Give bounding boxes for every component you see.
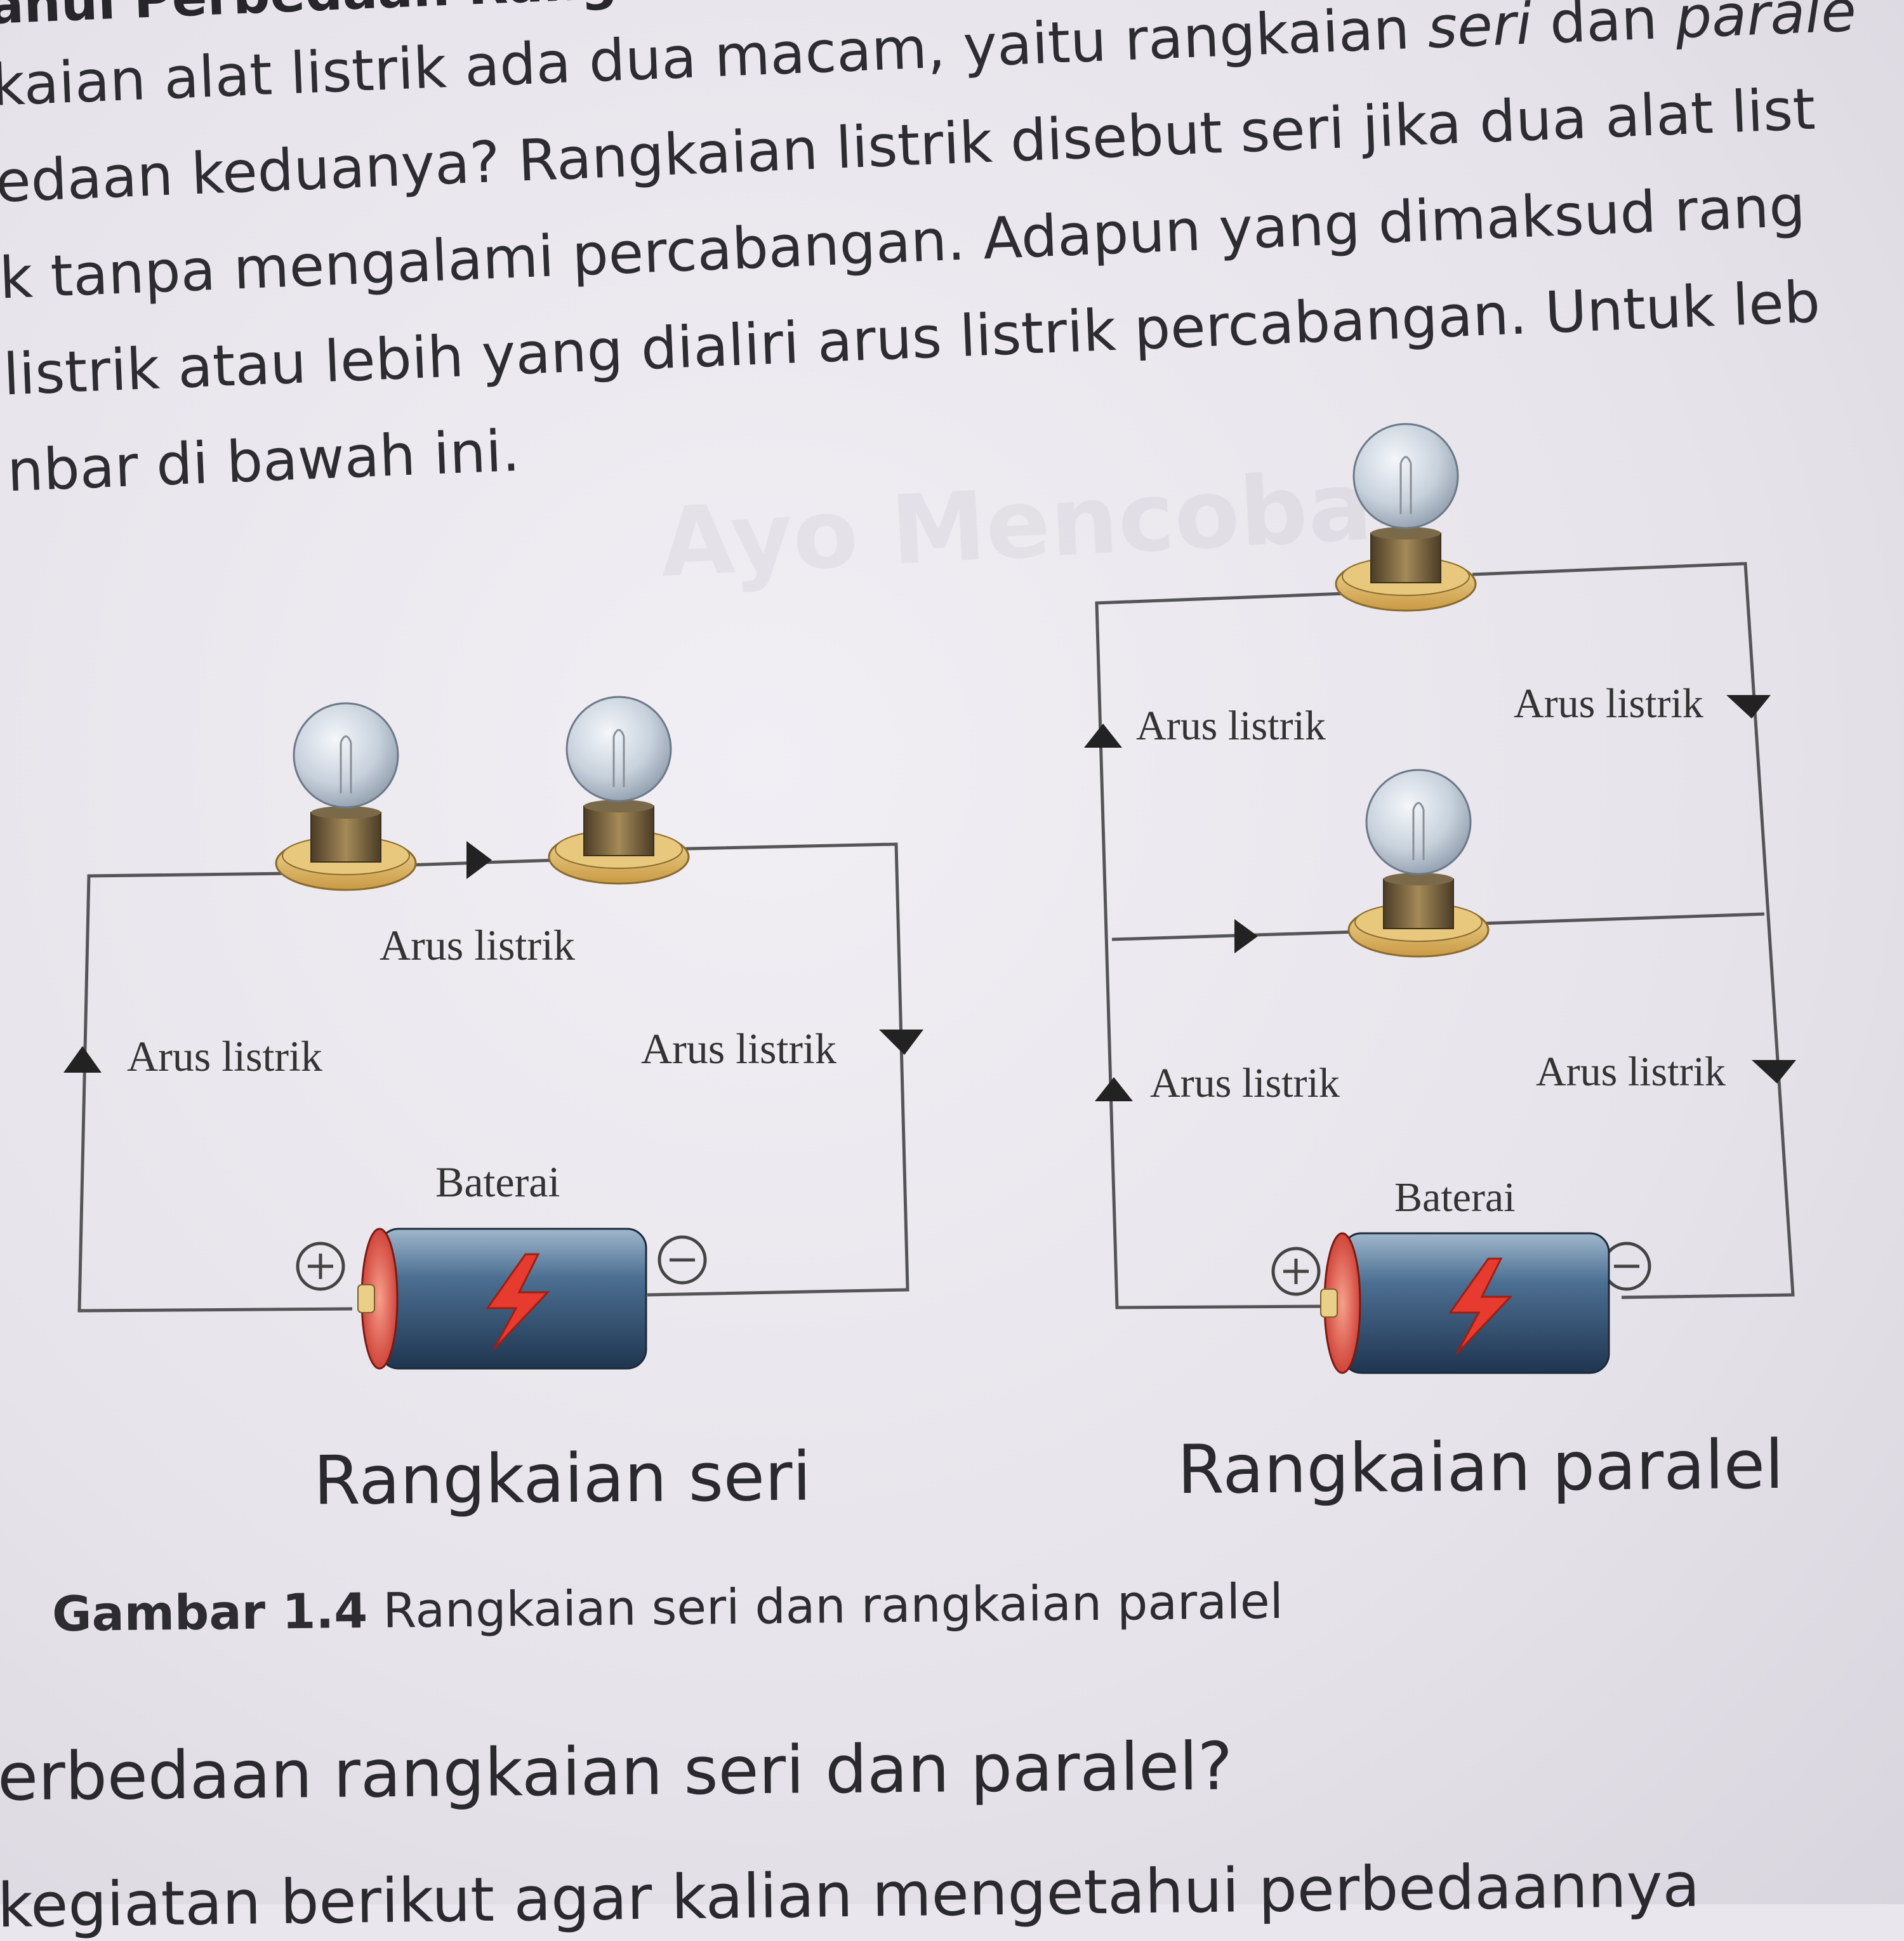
- bulb-icon: [1347, 769, 1490, 958]
- parallel-wire-top-right: [1472, 562, 1795, 1299]
- parallel-wire-top: [1095, 592, 1346, 1309]
- plus-terminal-icon: [298, 1243, 343, 1289]
- current-label: Arus listrik: [1536, 1049, 1726, 1095]
- arrow-up-icon: [1084, 724, 1122, 748]
- arrow-right-icon: [1234, 919, 1258, 953]
- current-label: Arus listrik: [380, 921, 575, 969]
- current-label: Arus listrik: [641, 1024, 836, 1073]
- parallel-circuit: Arus listrik Arus listrik Arus listrik A…: [1084, 423, 1796, 1374]
- arrow-down-icon: [1752, 1060, 1796, 1083]
- plus-terminal-icon: [1273, 1249, 1319, 1294]
- arrow-down-icon: [1726, 695, 1771, 719]
- current-label: Arus listrik: [1514, 680, 1703, 727]
- battery-label: Baterai: [435, 1158, 560, 1206]
- bulb-icon: [275, 702, 417, 891]
- arrow-right-icon: [466, 841, 492, 879]
- series-wire: [77, 871, 353, 1313]
- current-label: Arus listrik: [1136, 703, 1326, 749]
- minus-terminal-icon: [1604, 1243, 1649, 1289]
- battery-icon: [1319, 1232, 1610, 1374]
- minus-terminal-icon: [659, 1237, 705, 1283]
- bulb-icon: [548, 696, 690, 885]
- series-circuit-title: Rangkaian seri: [313, 1437, 812, 1520]
- parallel-branch-right: [1478, 912, 1765, 925]
- battery-label: Baterai: [1394, 1174, 1516, 1221]
- battery-icon: [357, 1228, 647, 1370]
- arrow-up-icon: [1095, 1077, 1133, 1101]
- bulb-icon: [1335, 423, 1477, 612]
- current-label: Arus listrik: [1150, 1060, 1340, 1106]
- question-text: erbedaan rangkaian seri dan paralel?: [0, 1727, 1233, 1816]
- current-label: Arus listrik: [127, 1032, 322, 1080]
- series-circuit: Arus listrik Arus listrik Arus listrik B…: [63, 696, 923, 1370]
- arrow-up-icon: [63, 1046, 102, 1073]
- parallel-circuit-title: Rangkaian paralel: [1177, 1425, 1784, 1509]
- arrow-down-icon: [879, 1030, 923, 1055]
- series-wire-right: [647, 842, 909, 1297]
